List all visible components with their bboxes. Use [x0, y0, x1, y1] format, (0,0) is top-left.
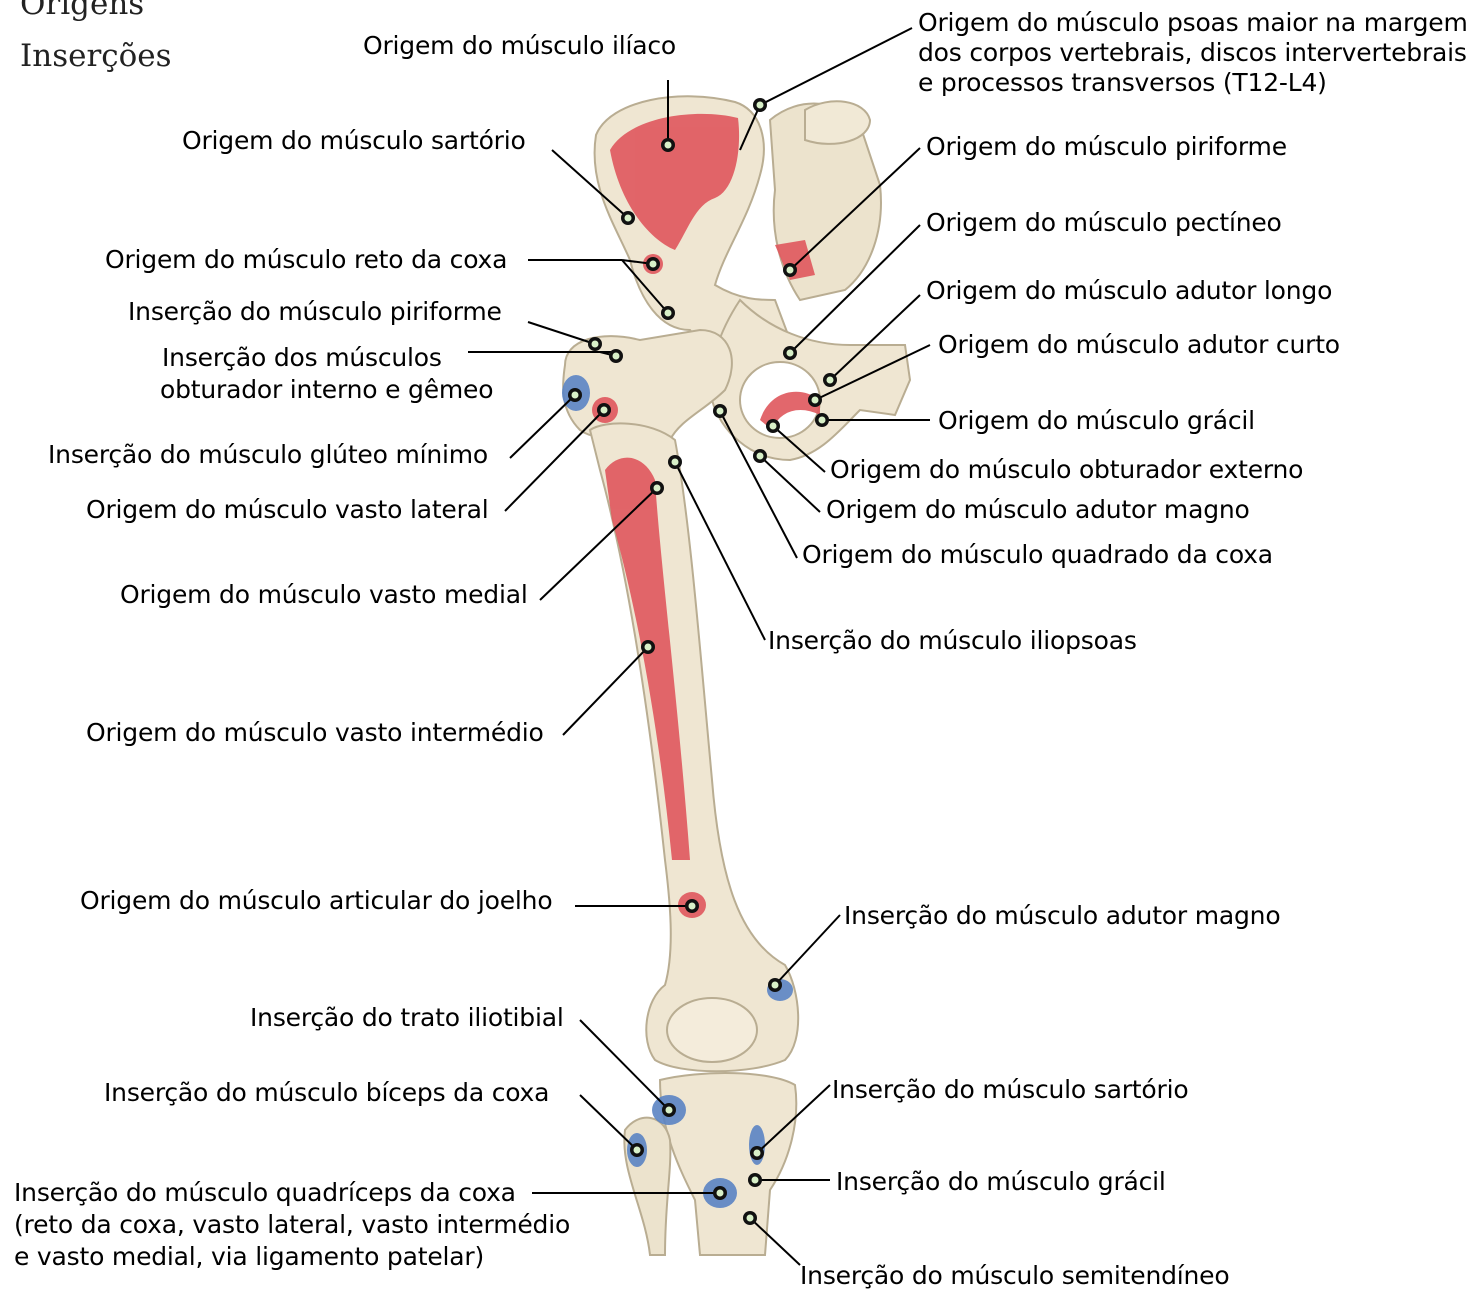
- leader-biceps: [580, 1095, 637, 1150]
- label-gracil-insercao: Inserção do músculo grácil: [836, 1166, 1166, 1198]
- marker-dot: [753, 449, 767, 463]
- leader-psoas: [760, 28, 912, 105]
- marker-dot: [685, 899, 699, 913]
- marker-dot: [661, 138, 675, 152]
- marker-dot: [568, 388, 582, 402]
- marker-dot: [641, 640, 655, 654]
- label-quadrado-coxa: Origem do músculo quadrado da coxa: [802, 539, 1273, 571]
- marker-dot: [768, 978, 782, 992]
- marker-dot: [713, 404, 727, 418]
- label-quadriceps-line2: (reto da coxa, vasto lateral, vasto inte…: [14, 1209, 570, 1241]
- label-psoas-line3: e processos transversos (T12-L4): [918, 68, 1468, 98]
- label-pectineo: Origem do músculo pectíneo: [926, 207, 1282, 239]
- label-piriforme-origem: Origem do músculo piriforme: [926, 131, 1287, 163]
- label-psoas: Origem do músculo psoas maior na margem …: [918, 8, 1468, 98]
- marker-dot: [609, 349, 623, 363]
- label-psoas-line2: dos corpos vertebrais, discos interverte…: [918, 38, 1468, 68]
- label-quadriceps: Inserção do músculo quadríceps da coxa (…: [14, 1177, 570, 1273]
- marker-dot: [588, 337, 602, 351]
- label-reto-coxa: Origem do músculo reto da coxa: [105, 244, 507, 276]
- legend-insertions: Inserções: [20, 38, 172, 74]
- marker-dot: [783, 263, 797, 277]
- label-quadriceps-line1: Inserção do músculo quadríceps da coxa: [14, 1177, 570, 1209]
- marker-dot: [743, 1211, 757, 1225]
- leader-vasto-intermedio: [563, 647, 648, 735]
- label-vasto-medial: Origem do músculo vasto medial: [120, 579, 528, 611]
- marker-dot: [621, 211, 635, 225]
- label-obturador-interno-line2: obturador interno e gêmeo: [160, 374, 493, 406]
- label-obturador-interno: Inserção dos músculos obturador interno …: [160, 342, 493, 406]
- label-iliopsoas: Inserção do músculo iliopsoas: [768, 625, 1137, 657]
- label-obturador-interno-line1: Inserção dos músculos: [160, 342, 493, 374]
- marker-dot: [753, 98, 767, 112]
- marker-dot: [750, 1146, 764, 1160]
- marker-dot: [783, 346, 797, 360]
- label-trato-iliotibial: Inserção do trato iliotibial: [250, 1002, 564, 1034]
- label-semitendineo: Inserção do músculo semitendíneo: [800, 1260, 1229, 1292]
- marker-dot: [597, 403, 611, 417]
- marker-dot: [748, 1173, 762, 1187]
- label-vasto-lateral: Origem do músculo vasto lateral: [86, 494, 489, 526]
- marker-dot: [650, 481, 664, 495]
- marker-dot: [808, 393, 822, 407]
- label-gracil-origem: Origem do músculo grácil: [938, 405, 1255, 437]
- label-articular-joelho: Origem do músculo articular do joelho: [80, 885, 552, 917]
- marker-dot: [766, 419, 780, 433]
- marker-dot: [823, 373, 837, 387]
- label-vasto-intermedio: Origem do músculo vasto intermédio: [86, 717, 544, 749]
- label-biceps-coxa: Inserção do músculo bíceps da coxa: [104, 1077, 549, 1109]
- label-obturador-externo: Origem do músculo obturador externo: [830, 454, 1303, 486]
- label-iliaco: Origem do músculo ilíaco: [363, 30, 676, 62]
- marker-dot: [668, 455, 682, 469]
- label-adutor-magno-origem: Origem do músculo adutor magno: [826, 494, 1250, 526]
- label-gluteo-minimo: Inserção do músculo glúteo mínimo: [48, 439, 488, 471]
- label-piriforme-insercao: Inserção do músculo piriforme: [128, 296, 502, 328]
- marker-dot: [815, 413, 829, 427]
- leader-adutor-magno-ins: [775, 915, 840, 985]
- marker-dot: [661, 306, 675, 320]
- knee: [667, 998, 757, 1062]
- leader-piriforme-insercao: [528, 322, 595, 344]
- label-sartorio-insercao: Inserção do músculo sartório: [832, 1074, 1188, 1106]
- leader-vasto-lateral: [505, 410, 604, 511]
- legend-origins: Origens: [20, 0, 144, 22]
- label-psoas-line1: Origem do músculo psoas maior na margem: [918, 8, 1468, 38]
- marker-dot: [662, 1103, 676, 1117]
- label-quadriceps-line3: e vasto medial, via ligamento patelar): [14, 1241, 570, 1273]
- marker-dot: [713, 1186, 727, 1200]
- label-adutor-longo: Origem do músculo adutor longo: [926, 275, 1332, 307]
- label-adutor-curto: Origem do músculo adutor curto: [938, 329, 1340, 361]
- label-adutor-magno-insercao: Inserção do músculo adutor magno: [844, 900, 1280, 932]
- label-sartorio-origem: Origem do músculo sartório: [182, 125, 526, 157]
- marker-dot: [646, 257, 660, 271]
- marker-dot: [630, 1143, 644, 1157]
